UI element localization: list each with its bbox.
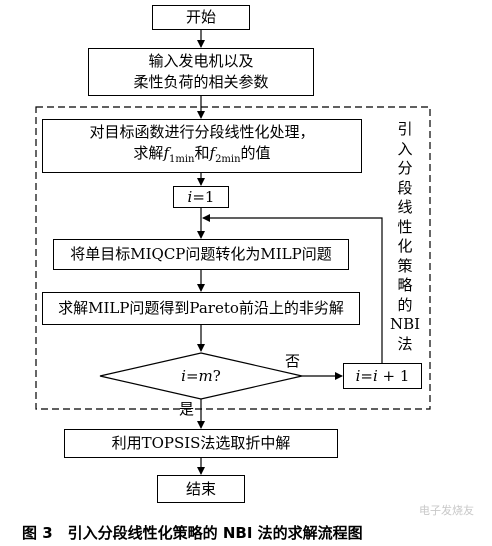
topsis-label: 利用TOPSIS法选取折中解	[111, 434, 291, 452]
linearize-label-line2: 求解f1min和f2min的值	[133, 144, 271, 165]
start-label: 开始	[185, 8, 216, 26]
solve-label: 求解MILP问题得到Pareto前沿上的非劣解	[58, 299, 344, 317]
increment-label: i=i + 1	[355, 366, 410, 385]
nbi-group-border	[35, 106, 431, 410]
init-i-node: i=1	[173, 186, 229, 208]
arrow-loop-back	[202, 214, 383, 363]
figure-caption: 图 3 引入分段线性化策略的 NBI 法的求解流程图	[22, 524, 363, 542]
input-params-node: 输入发电机以及 柔性负荷的相关参数	[88, 48, 314, 96]
end-label: 结束	[185, 479, 216, 498]
watermark: 电子发烧友	[419, 504, 474, 517]
input-label-line1: 输入发电机以及	[148, 52, 254, 70]
input-label-line2: 柔性负荷的相关参数	[133, 73, 269, 91]
end-node: 结束	[157, 475, 245, 503]
convert-node: 将单目标MIQCP问题转化为MILP问题	[53, 239, 349, 270]
yes-edge-label: 是	[179, 400, 195, 418]
solve-node: 求解MILP问题得到Pareto前沿上的非劣解	[42, 292, 360, 325]
no-edge-label: 否	[285, 352, 301, 370]
increment-i-node: i=i + 1	[343, 363, 422, 389]
nbi-group-label: 引 入 分 段 线 性 化 策 略 的 NBI 法	[389, 120, 421, 353]
linearize-node: 对目标函数进行分段线性化处理， 求解f1min和f2min的值	[42, 119, 362, 173]
convert-label: 将单目标MIQCP问题转化为MILP问题	[70, 245, 332, 263]
decision-label: i=m?	[181, 367, 221, 385]
linearize-label-line1: 对目标函数进行分段线性化处理，	[89, 123, 315, 141]
start-node: 开始	[152, 5, 250, 30]
init-i-label: i=1	[187, 187, 215, 206]
topsis-node: 利用TOPSIS法选取折中解	[64, 429, 338, 458]
